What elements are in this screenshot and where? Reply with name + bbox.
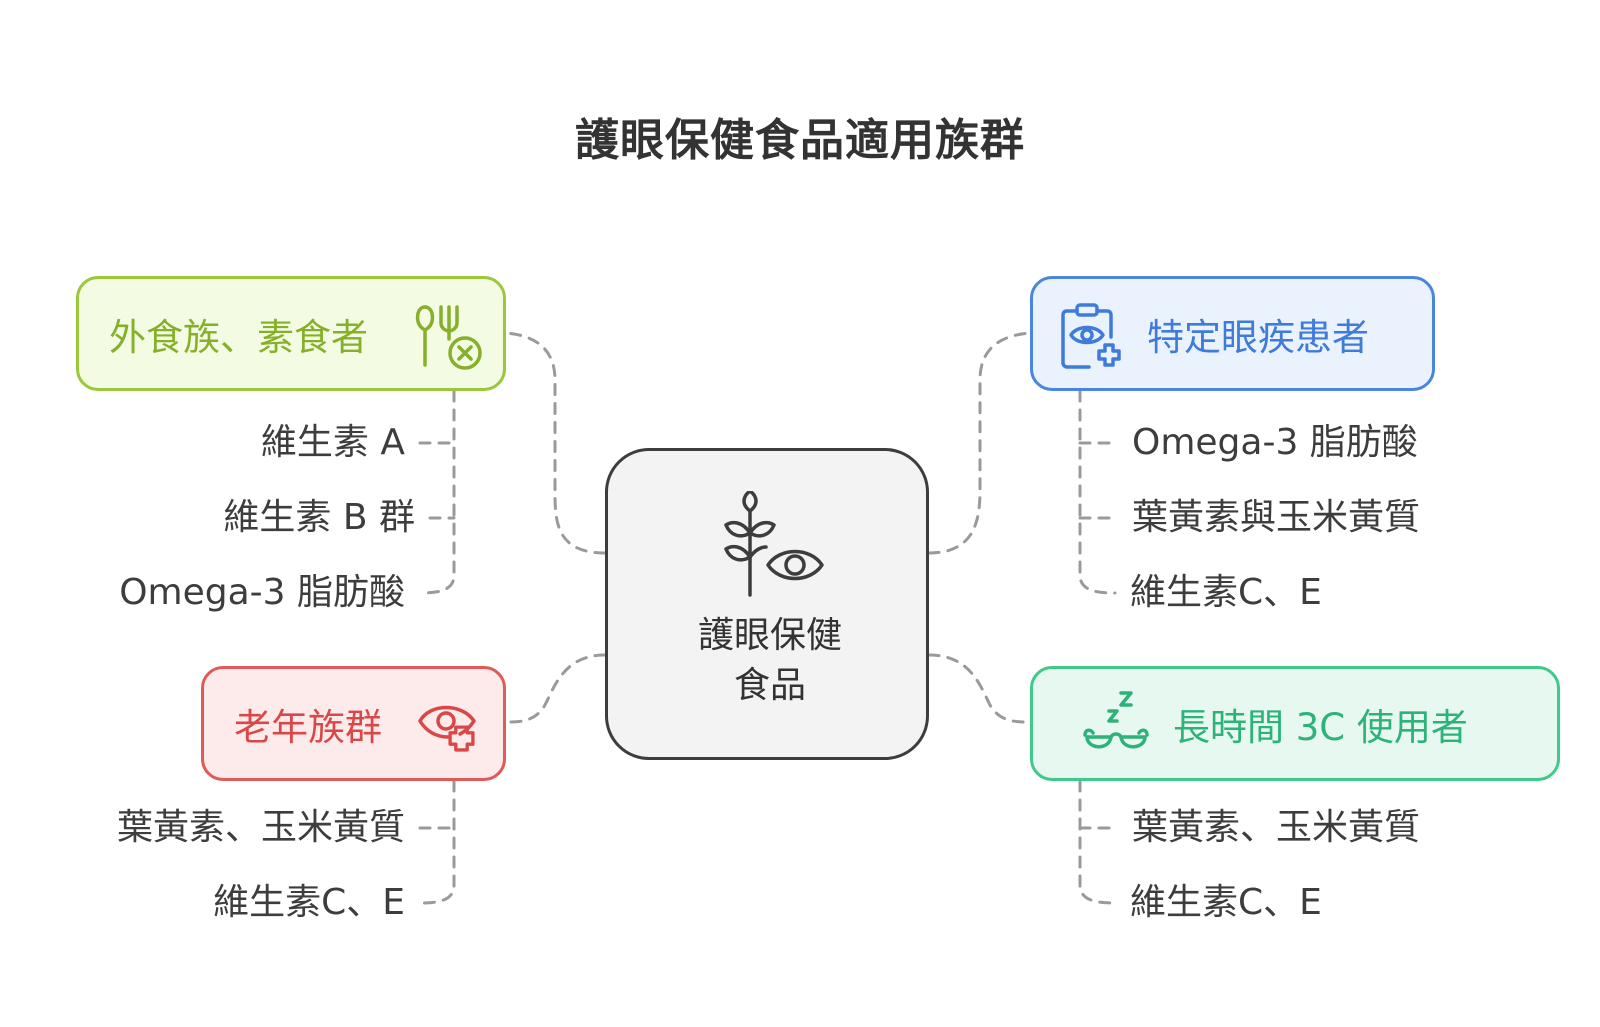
- connector-center-screen: [927, 653, 1032, 724]
- disease-item-2: 葉黃素與玉米黃質: [1132, 497, 1421, 538]
- connector-screen-spine: [1078, 779, 1117, 905]
- fork-knife-cross-icon: [415, 305, 482, 370]
- disease-item-3: 維生素C、E: [1130, 572, 1322, 613]
- connector-center-eating: [504, 331, 607, 555]
- group-disease: 特定眼疾患者: [1030, 276, 1435, 391]
- wheat-eye-icon: [724, 491, 824, 597]
- group-disease-label: 特定眼疾患者: [1147, 315, 1369, 359]
- screen-item-2: 維生素C、E: [1130, 882, 1322, 923]
- group-screen-label: 長時間 3C 使用者: [1173, 705, 1468, 749]
- connector-center-elder: [504, 653, 607, 724]
- connector-elder-spine: [418, 779, 456, 905]
- clipboard-eye-plus-icon: [1061, 303, 1121, 369]
- center-node: 護眼保健 食品: [605, 448, 929, 760]
- sleepy-glasses-icon: [1083, 691, 1149, 749]
- center-label-line2: 食品: [733, 665, 806, 706]
- group-elder-label: 老年族群: [234, 705, 382, 749]
- connector-center-disease: [927, 331, 1032, 555]
- diagram-title: 護眼保健食品適用族群: [575, 115, 1025, 166]
- group-screen: 長時間 3C 使用者: [1030, 666, 1560, 781]
- center-label-line1: 護眼保健: [697, 615, 842, 656]
- group-eating: 外食族、素食者: [76, 276, 506, 391]
- elder-item-2: 維生素C、E: [213, 882, 405, 923]
- group-eating-label: 外食族、素食者: [109, 315, 368, 359]
- screen-item-1: 葉黃素、玉米黃質: [1132, 807, 1421, 848]
- connector-disease-spine: [1078, 389, 1117, 595]
- eating-item-1: 維生素 A: [260, 422, 405, 463]
- center-label: 護眼保健 食品: [628, 611, 912, 711]
- disease-item-1: Omega-3 脂肪酸: [1132, 422, 1418, 463]
- eye-plus-icon: [418, 705, 476, 752]
- connector-eating-spine: [418, 389, 456, 595]
- eating-item-3: Omega-3 脂肪酸: [119, 572, 405, 613]
- group-elder: 老年族群: [201, 666, 506, 781]
- eating-item-2: 維生素 B 群: [223, 497, 415, 538]
- elder-item-1: 葉黃素、玉米黃質: [116, 807, 405, 848]
